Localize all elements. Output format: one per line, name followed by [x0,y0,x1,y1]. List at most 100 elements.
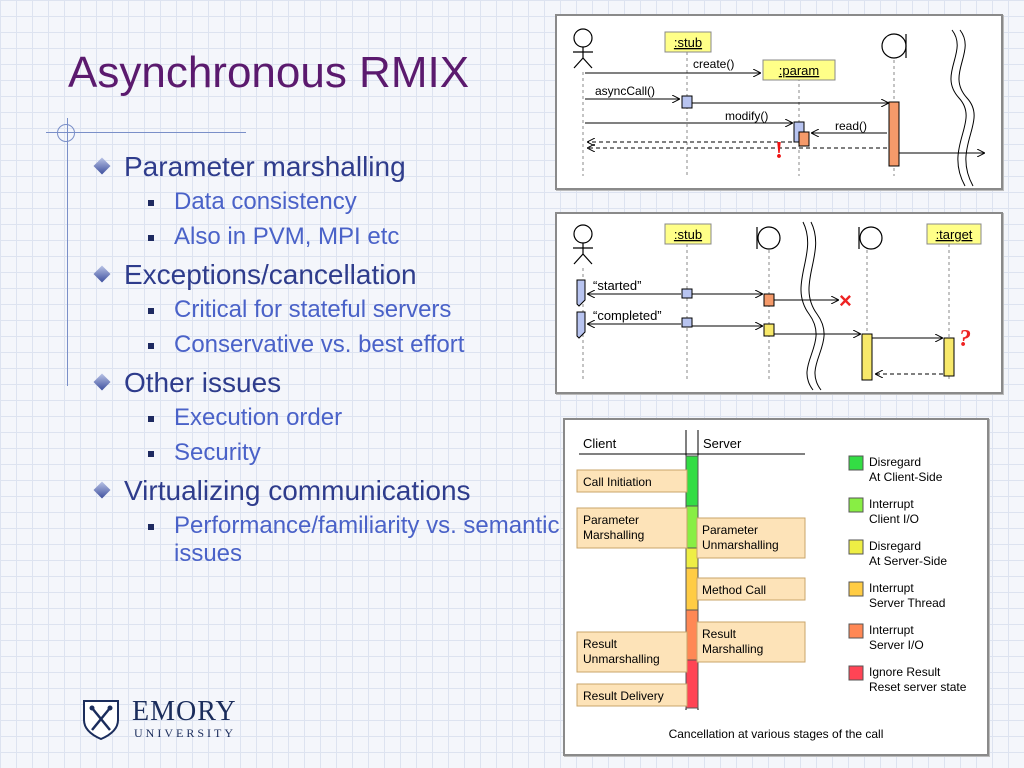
stub-activation [681,288,693,299]
stage-bar-disregard-client [685,455,699,507]
server-boundary-icon [858,226,883,250]
client-header: Client [583,436,617,451]
diagram-caption: Cancellation at various stages of the ca… [669,727,884,741]
stub-object-box [664,223,712,245]
asynccall-message-label: asyncCall() [595,84,655,98]
param-object-label: :param [779,63,819,78]
stage-box-method-call [696,577,806,601]
stub-object-box [664,31,712,53]
exclamation-warning-icon: ! [775,138,783,164]
diamond-bullet-icon [93,157,111,175]
diamond-bullet-icon [93,481,111,499]
sequence-diagram-param-svg: :stub :param create() asyncCall() modify… [573,28,985,187]
bullet-l1: Other issues [90,366,560,400]
target-activation [943,337,955,377]
square-bullet-icon [148,308,154,314]
stub-activation [681,317,693,328]
bullet-l2: Security [90,439,560,467]
param-object-box [762,59,836,81]
create-message-label: create() [693,57,734,71]
server-boundary-icon [756,226,781,250]
sequence-diagram-cancel: :stub :target “started” × “completed” ? [555,212,1003,394]
completed-callback-note [576,311,586,339]
stage-box-call-initiation [576,469,688,493]
stub-object-label: :stub [674,35,702,50]
legend-swatch [848,455,864,471]
completed-message-label: “completed” [593,308,662,323]
legend-swatch [848,539,864,555]
stage-label: Method Call [702,583,766,597]
stage-label: Call Initiation [583,475,652,489]
stage-bar-interrupt-client-io [685,505,699,549]
read-message-label: read() [835,119,867,133]
square-bullet-icon [148,343,154,349]
stub-object-label: :stub [674,227,702,242]
square-bullet-icon [148,200,154,206]
network-wave-icon [808,221,825,391]
server2-activation [861,333,873,381]
stage-box-parameter-marshalling [576,507,688,549]
stage-box-parameter-unmarshalling [696,517,806,559]
param-read-activation [798,131,810,147]
diamond-bullet-icon [93,265,111,283]
stage-box-result-delivery [576,683,688,707]
stage-bar-disregard-server [685,547,699,569]
modify-message-label: modify() [725,109,768,123]
server-boundary-icon [881,33,907,59]
emory-logo: EMORY UNIVERSITY [80,696,250,744]
square-bullet-icon [148,524,154,530]
square-bullet-icon [148,451,154,457]
server1-activation-yellow [763,323,775,337]
stage-box-result-unmarshalling [576,631,688,673]
sequence-diagram-param: :stub :param create() asyncCall() modify… [555,14,1003,190]
network-wave-icon [950,29,967,187]
logo-wordmark: EMORY [132,696,237,727]
logo-subtitle: UNIVERSITY [134,726,236,740]
diamond-bullet-icon [93,373,111,391]
square-bullet-icon [148,416,154,422]
square-bullet-icon [148,235,154,241]
client-actor-icon [573,28,593,69]
slide-title: Asynchronous RMIX [68,48,470,97]
emory-shield-icon [83,700,119,740]
legend-swatch [848,581,864,597]
network-wave-icon [800,221,817,391]
question-uncertain-icon: ? [959,326,971,352]
stage-box-result-marshalling [696,621,806,663]
bullet-l1: Parameter marshalling [90,150,560,184]
sequence-diagram-cancel-svg: :stub :target “started” × “completed” ? [573,221,982,391]
bullet-l1: Virtualizing communications [90,474,560,508]
bullet-l1: Exceptions/cancellation [90,258,560,292]
legend-swatch [848,665,864,681]
decorative-line-horizontal [46,132,246,133]
stage-bar-interrupt-server-io [685,609,699,661]
bullet-l2: Also in PVM, MPI etc [90,223,560,251]
stage-label: Result Delivery [583,689,664,703]
legend-swatch [848,497,864,513]
stage-bar-ignore-result [685,659,699,709]
bullet-l2: Conservative vs. best effort [90,331,560,359]
decorative-circle [57,124,75,142]
server-header: Server [703,436,742,451]
cross-failure-icon: × [839,288,852,313]
bullet-list: Parameter marshalling Data consistency A… [90,150,560,575]
bullet-l2: Data consistency [90,188,560,216]
bullet-l2: Performance/familiarity vs. semantic iss… [90,512,560,568]
decorative-line-vertical [67,118,68,386]
server-activation [888,101,900,167]
legend-swatch [848,623,864,639]
network-wave-icon [958,29,975,187]
client-actor-icon [573,224,593,265]
started-callback-note [576,279,586,307]
